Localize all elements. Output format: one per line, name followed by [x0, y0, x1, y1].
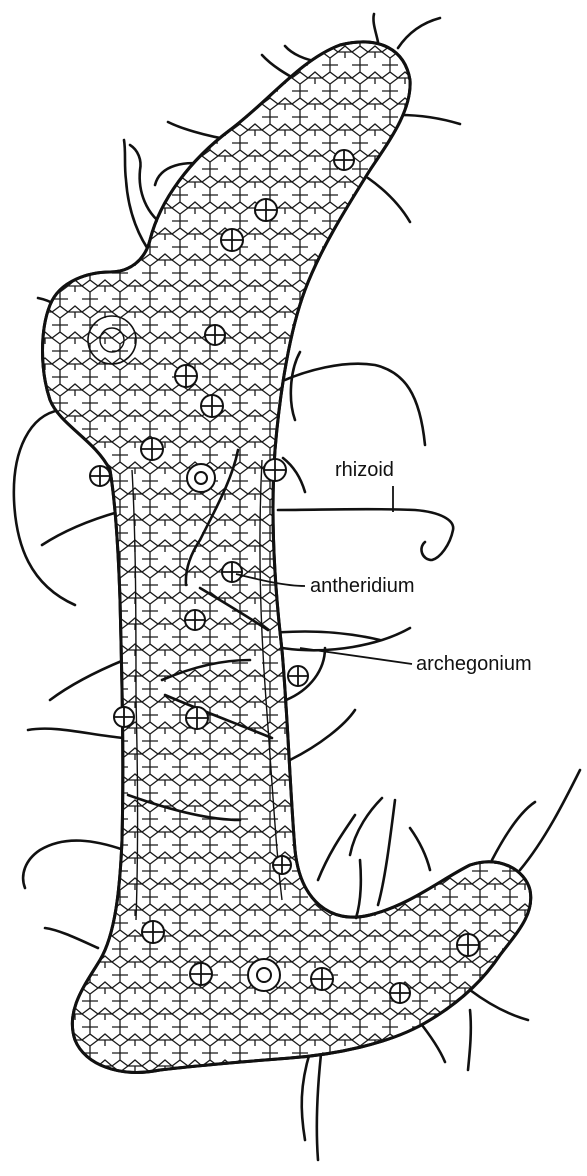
antheridium-mark — [190, 963, 212, 985]
antheridium-mark — [185, 610, 205, 630]
label-rhizoid: rhizoid — [335, 459, 394, 481]
antheridium-mark — [222, 562, 242, 582]
archegonium-mark — [187, 464, 215, 492]
antheridium-mark — [114, 707, 134, 727]
antheridium-mark — [221, 229, 243, 251]
antheridium-mark — [311, 968, 333, 990]
label-archegonium: archegonium — [416, 653, 532, 675]
antheridium-mark — [141, 438, 163, 460]
antheridium-mark — [334, 150, 354, 170]
antheridium-mark — [205, 325, 225, 345]
antheridium-mark — [255, 199, 277, 221]
antheridium-mark — [390, 983, 410, 1003]
antheridium-mark — [175, 365, 197, 387]
antheridium-mark — [273, 856, 291, 874]
antheridium-mark — [186, 707, 208, 729]
label-archegonium-group: archegonium — [300, 648, 532, 675]
archegonium-mark — [248, 959, 280, 991]
antheridium-mark — [142, 921, 164, 943]
antheridium-mark — [457, 934, 479, 956]
label-antheridium: antheridium — [310, 575, 415, 597]
antheridium-mark — [264, 459, 286, 481]
label-rhizoid-group: rhizoid — [335, 459, 394, 512]
antheridium-mark — [90, 466, 110, 486]
antheridium-mark — [201, 395, 223, 417]
antheridium-mark — [288, 666, 308, 686]
